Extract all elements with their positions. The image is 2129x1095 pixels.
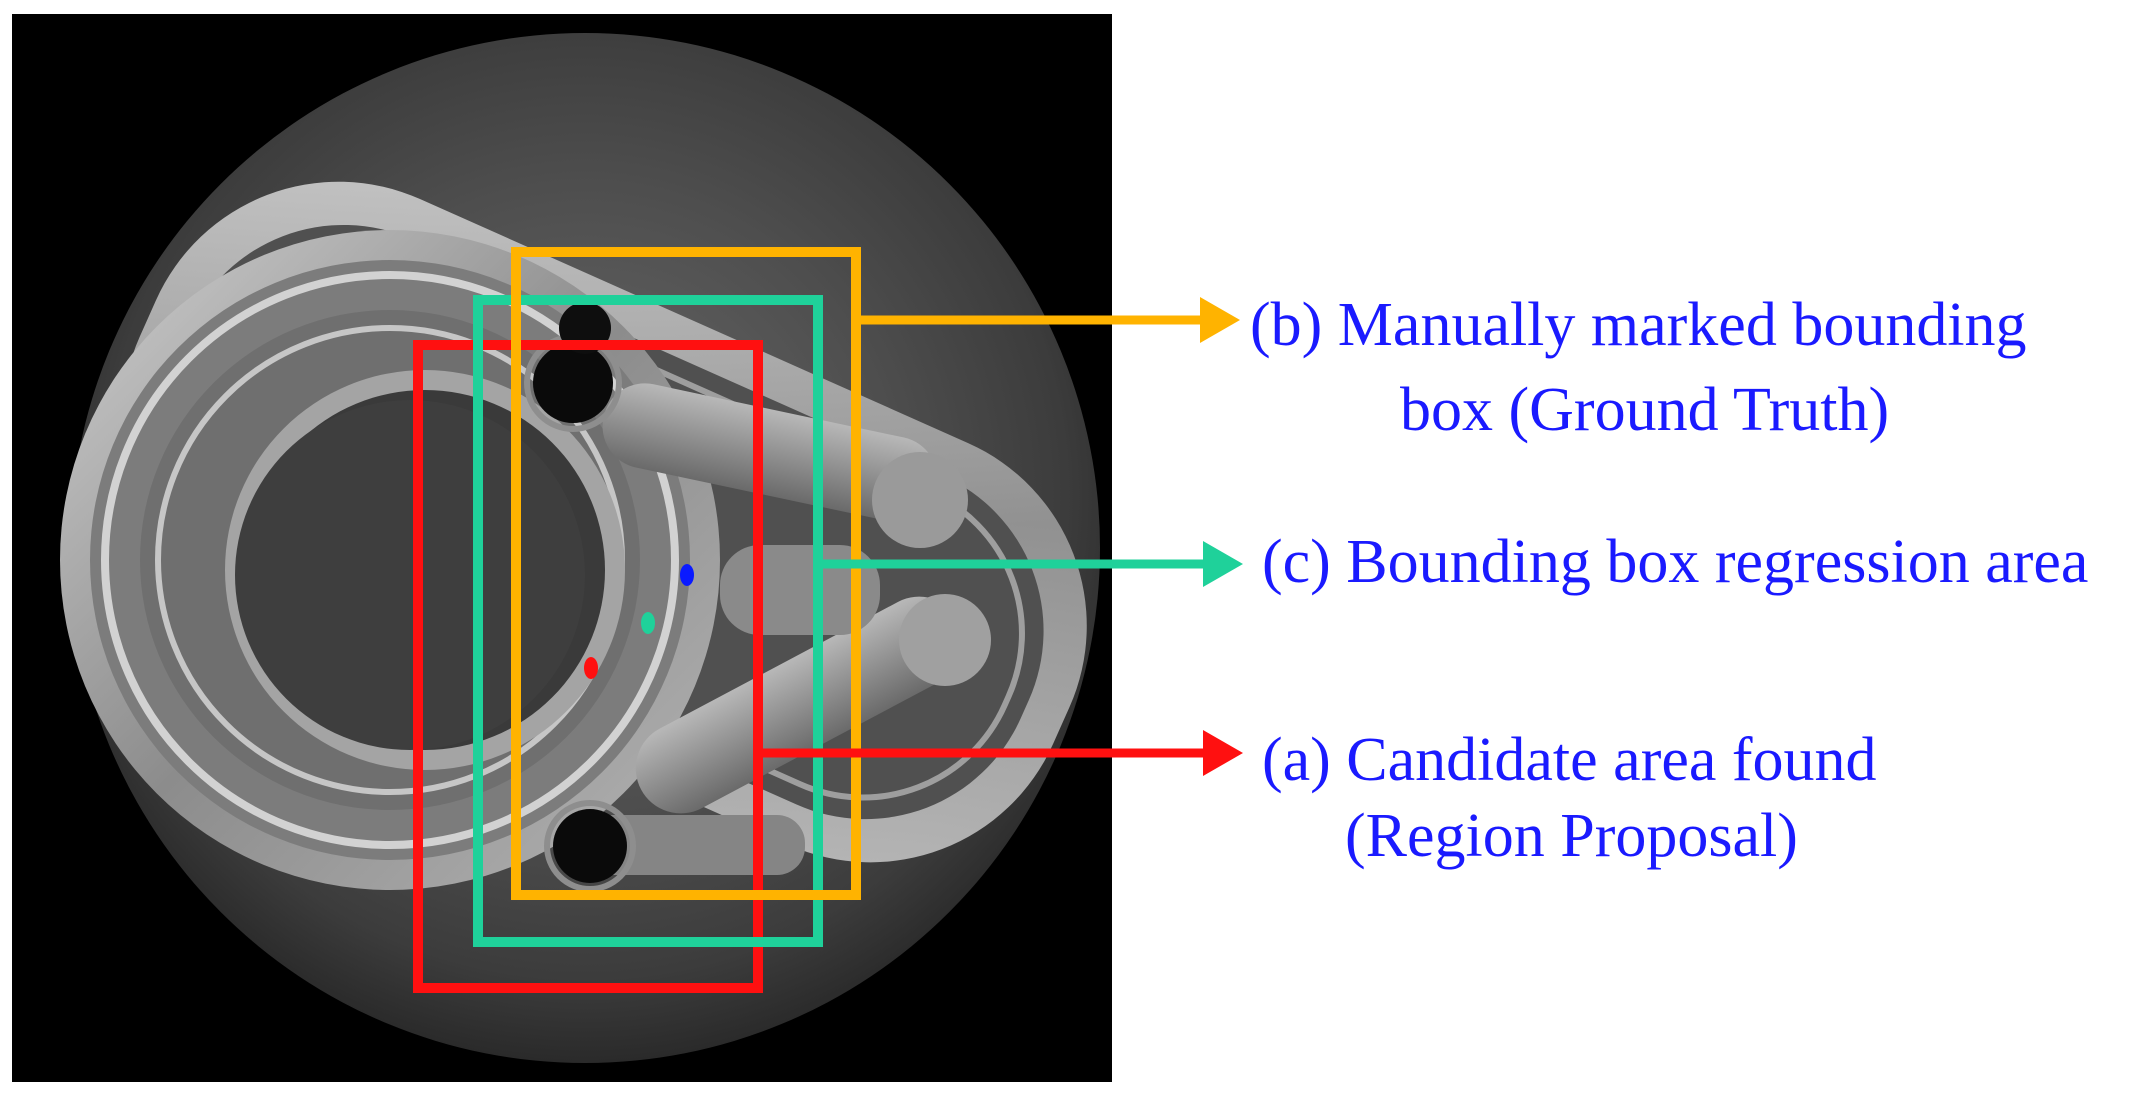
- regression-arrow: [820, 541, 1243, 587]
- xray-photograph: [12, 14, 1112, 1082]
- upper-hole: [533, 343, 613, 423]
- label-c: (c) Bounding box regression area: [1262, 528, 2088, 596]
- label-b-line2: box (Ground Truth): [1400, 376, 1889, 444]
- arrows: [760, 297, 1243, 776]
- label-a: (a) Candidate area found (Region Proposa…: [1262, 726, 1877, 870]
- label-b-line1: (b) Manually marked bounding: [1250, 291, 2027, 359]
- regression-box: [473, 295, 823, 947]
- bounding-boxes: [413, 247, 861, 993]
- ground-truth-center-point: [680, 564, 694, 586]
- proposal-arrow: [760, 730, 1243, 776]
- lower-hole: [553, 809, 627, 883]
- label-b: (b) Manually marked bounding box (Ground…: [1250, 291, 2027, 444]
- label-a-line1: (a) Candidate area found: [1262, 726, 1877, 794]
- central-hole: [235, 400, 585, 750]
- ground-truth-arrow: [858, 297, 1240, 343]
- center-points: [584, 564, 694, 679]
- label-a-line2: (Region Proposal): [1345, 802, 1798, 870]
- proposal-center-point: [584, 657, 598, 679]
- label-c-line1: (c) Bounding box regression area: [1262, 528, 2088, 596]
- region-proposal-box: [413, 340, 763, 993]
- ground-truth-box: [511, 247, 861, 900]
- regression-center-point: [641, 612, 655, 634]
